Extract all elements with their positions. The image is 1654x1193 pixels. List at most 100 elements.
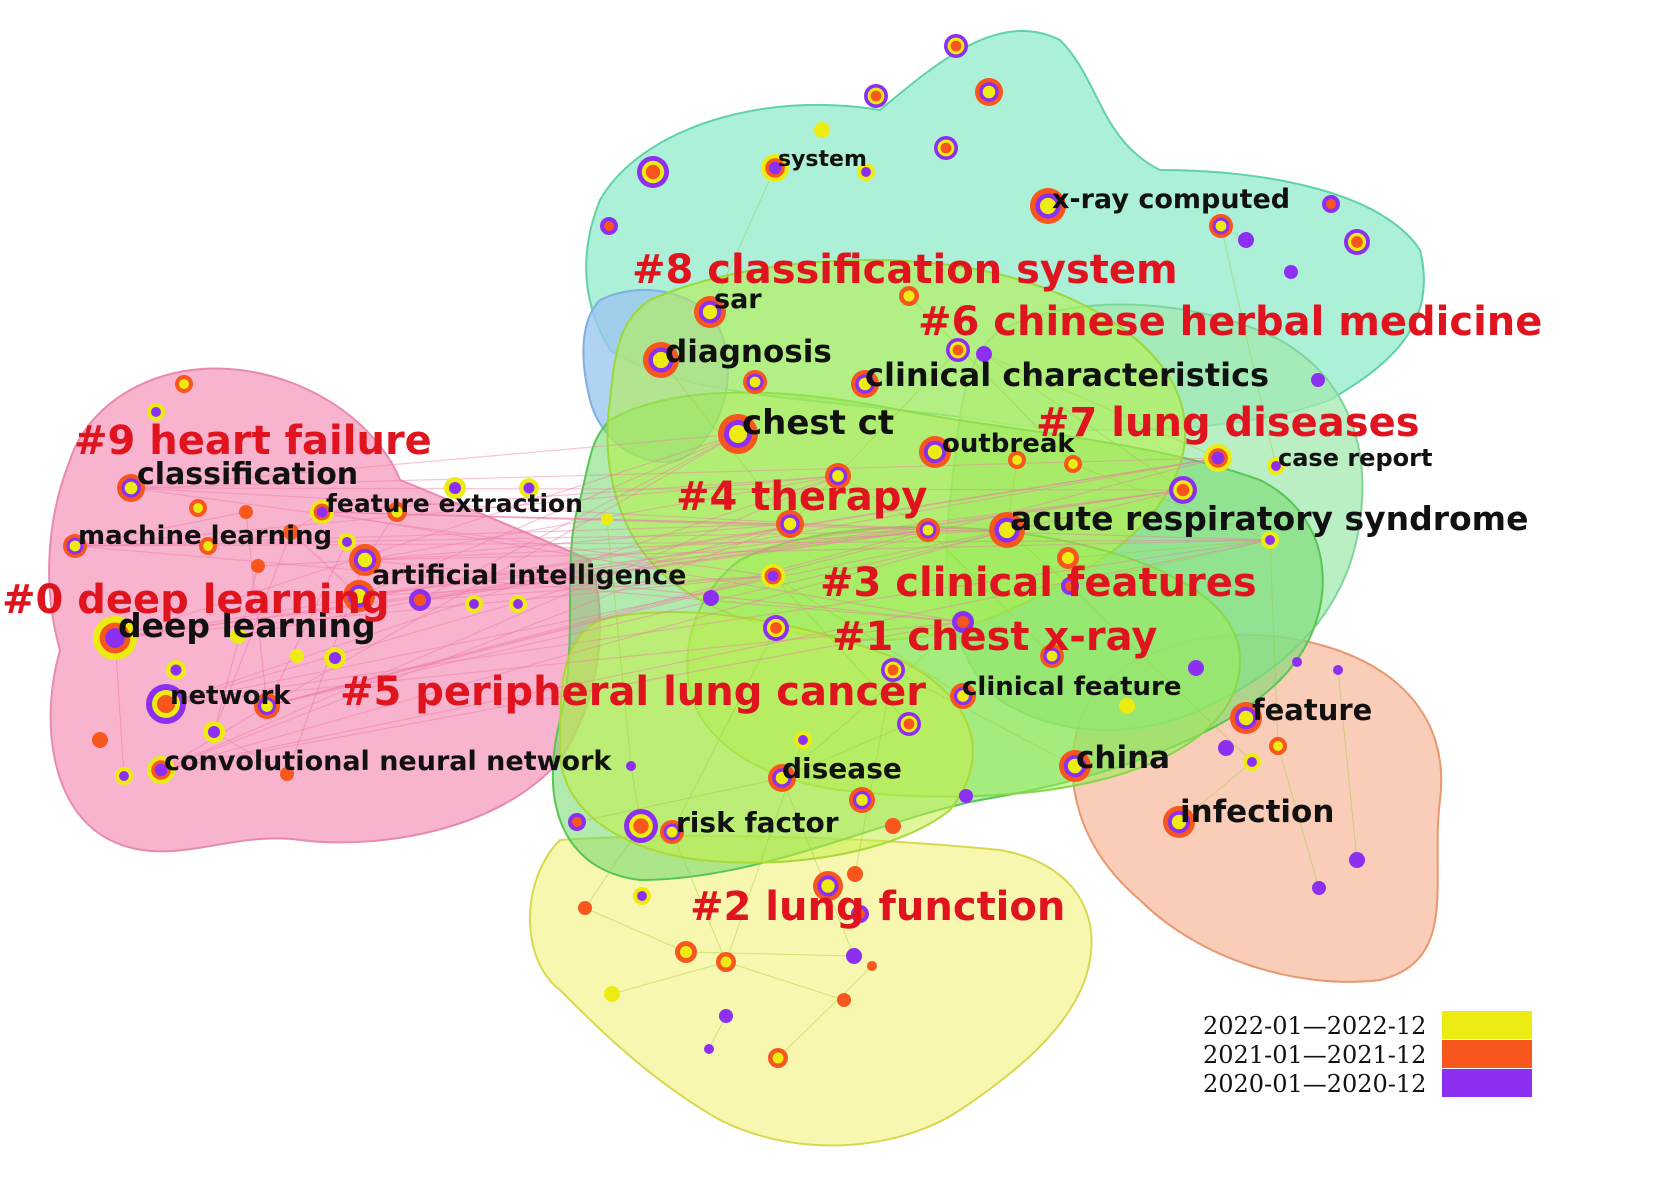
keyword-node	[881, 658, 905, 682]
node-ring	[151, 407, 161, 417]
link-line	[266, 529, 929, 707]
node-ring	[448, 481, 462, 495]
link-line	[419, 489, 1184, 601]
keyword-node	[976, 346, 992, 362]
link-line	[165, 475, 839, 705]
link-line	[606, 518, 632, 767]
link-line	[358, 489, 1184, 597]
keyword-node	[1059, 750, 1091, 782]
link-line	[130, 457, 1219, 489]
keyword-node	[519, 478, 539, 498]
keyword-node	[763, 615, 789, 641]
keyword-node	[704, 1044, 714, 1054]
keyword-acute-respiratory-syndrome: acute respiratory syndrome	[1010, 499, 1528, 538]
keyword-node	[867, 961, 877, 971]
node-ring	[261, 700, 273, 712]
keyword-node	[897, 712, 921, 736]
keyword-convolutional-neural-network: convolutional neural network	[164, 746, 612, 777]
link-line	[213, 531, 292, 733]
node-ring	[316, 506, 328, 518]
node-ring	[626, 761, 636, 771]
keyword-infection: infection	[1180, 794, 1334, 830]
link-line	[130, 487, 1184, 491]
keyword-node	[952, 611, 974, 633]
keyword-node	[975, 78, 1003, 106]
keyword-node	[1243, 753, 1261, 771]
cluster-label-4: #4 therapy	[676, 474, 927, 520]
link-line	[130, 433, 739, 489]
keyword-node	[283, 524, 299, 540]
node-ring	[903, 718, 915, 730]
node-ring	[959, 789, 973, 803]
keyword-node	[280, 767, 294, 781]
keyword-node	[716, 952, 736, 972]
link-line	[772, 575, 910, 725]
keyword-node	[115, 767, 133, 785]
keyword-node	[849, 787, 875, 813]
node-ring	[798, 735, 808, 745]
link-line	[165, 529, 1008, 705]
node-ring	[357, 552, 373, 568]
node-ring	[1238, 232, 1254, 248]
keyword-node	[166, 660, 186, 680]
node-ring	[940, 142, 952, 154]
link-line	[160, 621, 964, 771]
keyword-node	[950, 683, 976, 709]
keyword-node	[814, 122, 830, 138]
keyword-node	[1218, 740, 1234, 756]
link-line	[927, 529, 1053, 657]
node-ring	[870, 90, 882, 102]
keyword-node	[254, 693, 280, 719]
node-ring	[652, 351, 670, 369]
node-ring	[230, 628, 246, 644]
node-ring	[1284, 265, 1298, 279]
keyword-clinical-feature: clinical feature	[962, 672, 1181, 702]
keyword-node	[604, 986, 620, 1002]
node-ring	[1292, 657, 1302, 667]
node-ring	[283, 524, 299, 540]
keyword-node	[1344, 229, 1370, 255]
keyword-chest-ct: chest ct	[742, 403, 894, 443]
keyword-node	[718, 414, 758, 454]
link-line	[114, 433, 739, 639]
keyword-case-report: case report	[1278, 444, 1432, 472]
keyword-deep-learning: deep learning	[118, 606, 376, 645]
keyword-feature: feature	[1252, 693, 1372, 727]
keyword-node	[624, 809, 658, 843]
link-line	[364, 559, 964, 623]
keyword-node	[794, 731, 812, 749]
keyword-node	[1312, 881, 1326, 895]
link-line	[165, 621, 964, 705]
keyword-artificial-intelligence: artificial intelligence	[372, 560, 686, 591]
node-ring	[154, 763, 168, 777]
keyword-node	[230, 628, 246, 644]
link-line	[1220, 225, 1277, 467]
link-line	[908, 295, 1074, 465]
node-ring	[637, 891, 647, 901]
link-line	[213, 731, 288, 775]
node-ring	[1176, 483, 1190, 497]
node-ring	[719, 1009, 733, 1023]
link-line	[1069, 585, 1253, 763]
keyword-node	[1188, 660, 1204, 676]
node-ring	[982, 85, 996, 99]
link-line	[611, 961, 727, 995]
node-ring	[666, 826, 678, 838]
node-ring	[1171, 814, 1187, 830]
keyword-node	[175, 375, 193, 393]
keyword-system: system	[778, 147, 867, 172]
node-ring	[855, 909, 865, 919]
node-ring	[193, 503, 203, 513]
node-ring	[645, 164, 661, 180]
link-line	[266, 489, 1184, 707]
node-ring	[1312, 881, 1326, 895]
node-ring	[847, 866, 863, 882]
keyword-node	[349, 544, 381, 576]
link-line	[237, 599, 421, 637]
keyword-node	[837, 993, 851, 1007]
link-line	[854, 669, 894, 875]
node-ring	[922, 524, 934, 536]
legend-swatch-2022	[1442, 1011, 1532, 1039]
keyword-node	[1064, 455, 1082, 473]
keyword-node	[117, 474, 145, 502]
